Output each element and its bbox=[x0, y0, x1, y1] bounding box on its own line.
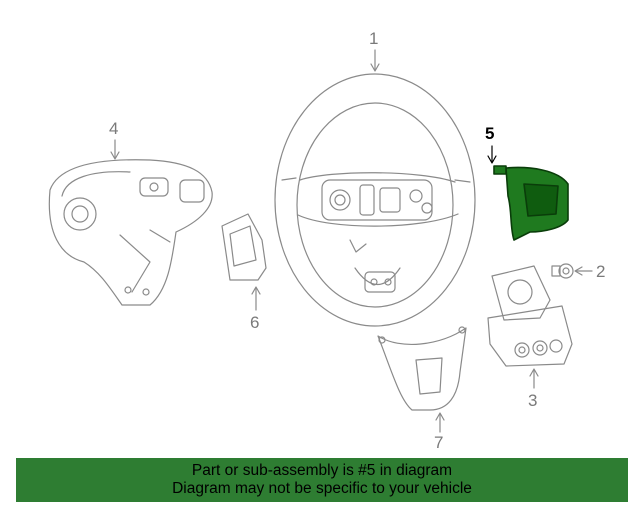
banner-line-part: Part or sub-assembly is #5 in diagram bbox=[191, 462, 453, 479]
steering-wheel-part-1[interactable] bbox=[274, 73, 476, 327]
callout-label-7: 7 bbox=[434, 433, 444, 452]
right-bezel-part-5[interactable] bbox=[493, 165, 569, 241]
leader-line-3 bbox=[529, 368, 539, 389]
leader-line-5 bbox=[487, 145, 497, 164]
leader-line-7 bbox=[435, 412, 445, 433]
switch-bezel-part-6[interactable] bbox=[221, 213, 267, 281]
lower-bezel-part-7[interactable] bbox=[377, 326, 467, 411]
leader-line-6 bbox=[251, 286, 261, 311]
callout-label-4: 4 bbox=[109, 119, 119, 138]
leader-line-4 bbox=[110, 139, 120, 160]
leader-line-1 bbox=[370, 49, 380, 72]
screw-part-2[interactable] bbox=[551, 263, 574, 279]
switch-assembly-part-3[interactable] bbox=[487, 265, 573, 367]
callout-label-3: 3 bbox=[528, 391, 538, 410]
leader-line-2 bbox=[574, 266, 593, 276]
banner-line-disclaimer: Diagram may not be specific to your vehi… bbox=[172, 480, 472, 497]
info-banner: Part or sub-assembly is #5 in diagram Di… bbox=[16, 458, 628, 502]
callout-label-1: 1 bbox=[369, 29, 379, 48]
parts-diagram bbox=[48, 49, 593, 433]
wheel-housing-part-4[interactable] bbox=[48, 159, 213, 306]
callout-label-5: 5 bbox=[485, 124, 495, 143]
callout-label-2: 2 bbox=[596, 262, 606, 281]
callout-label-6: 6 bbox=[250, 313, 260, 332]
